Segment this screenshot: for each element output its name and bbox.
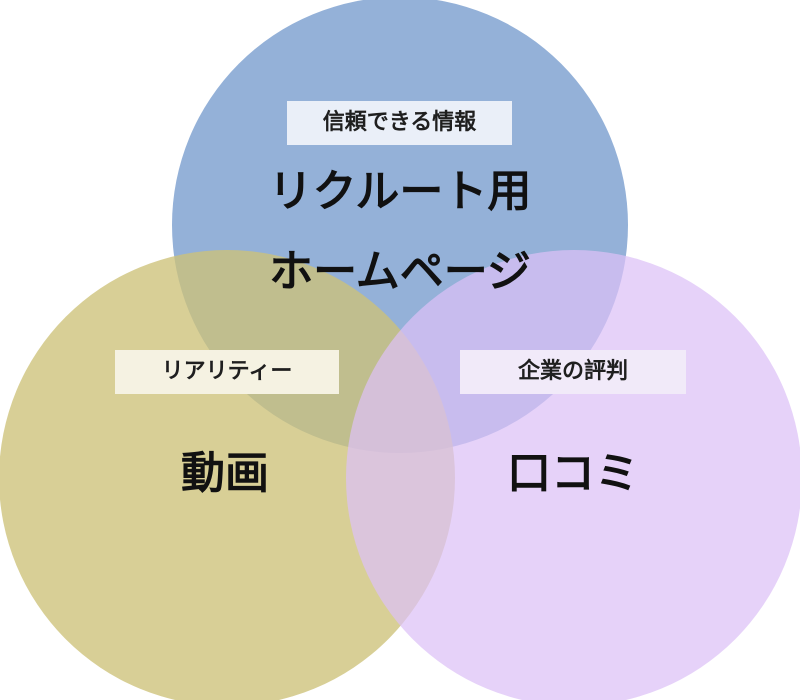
- title-left: 動画: [181, 448, 269, 499]
- tag-left: リアリティー: [115, 350, 339, 394]
- title-top-line1: リクルート用: [268, 166, 532, 217]
- tag-top: 信頼できる情報: [287, 101, 512, 145]
- circle-right: [346, 250, 800, 700]
- circle-left: [0, 250, 455, 700]
- tag-right: 企業の評判: [460, 350, 686, 394]
- title-top-line2: ホームページ: [269, 246, 531, 297]
- title-right: 口コミ: [507, 448, 639, 499]
